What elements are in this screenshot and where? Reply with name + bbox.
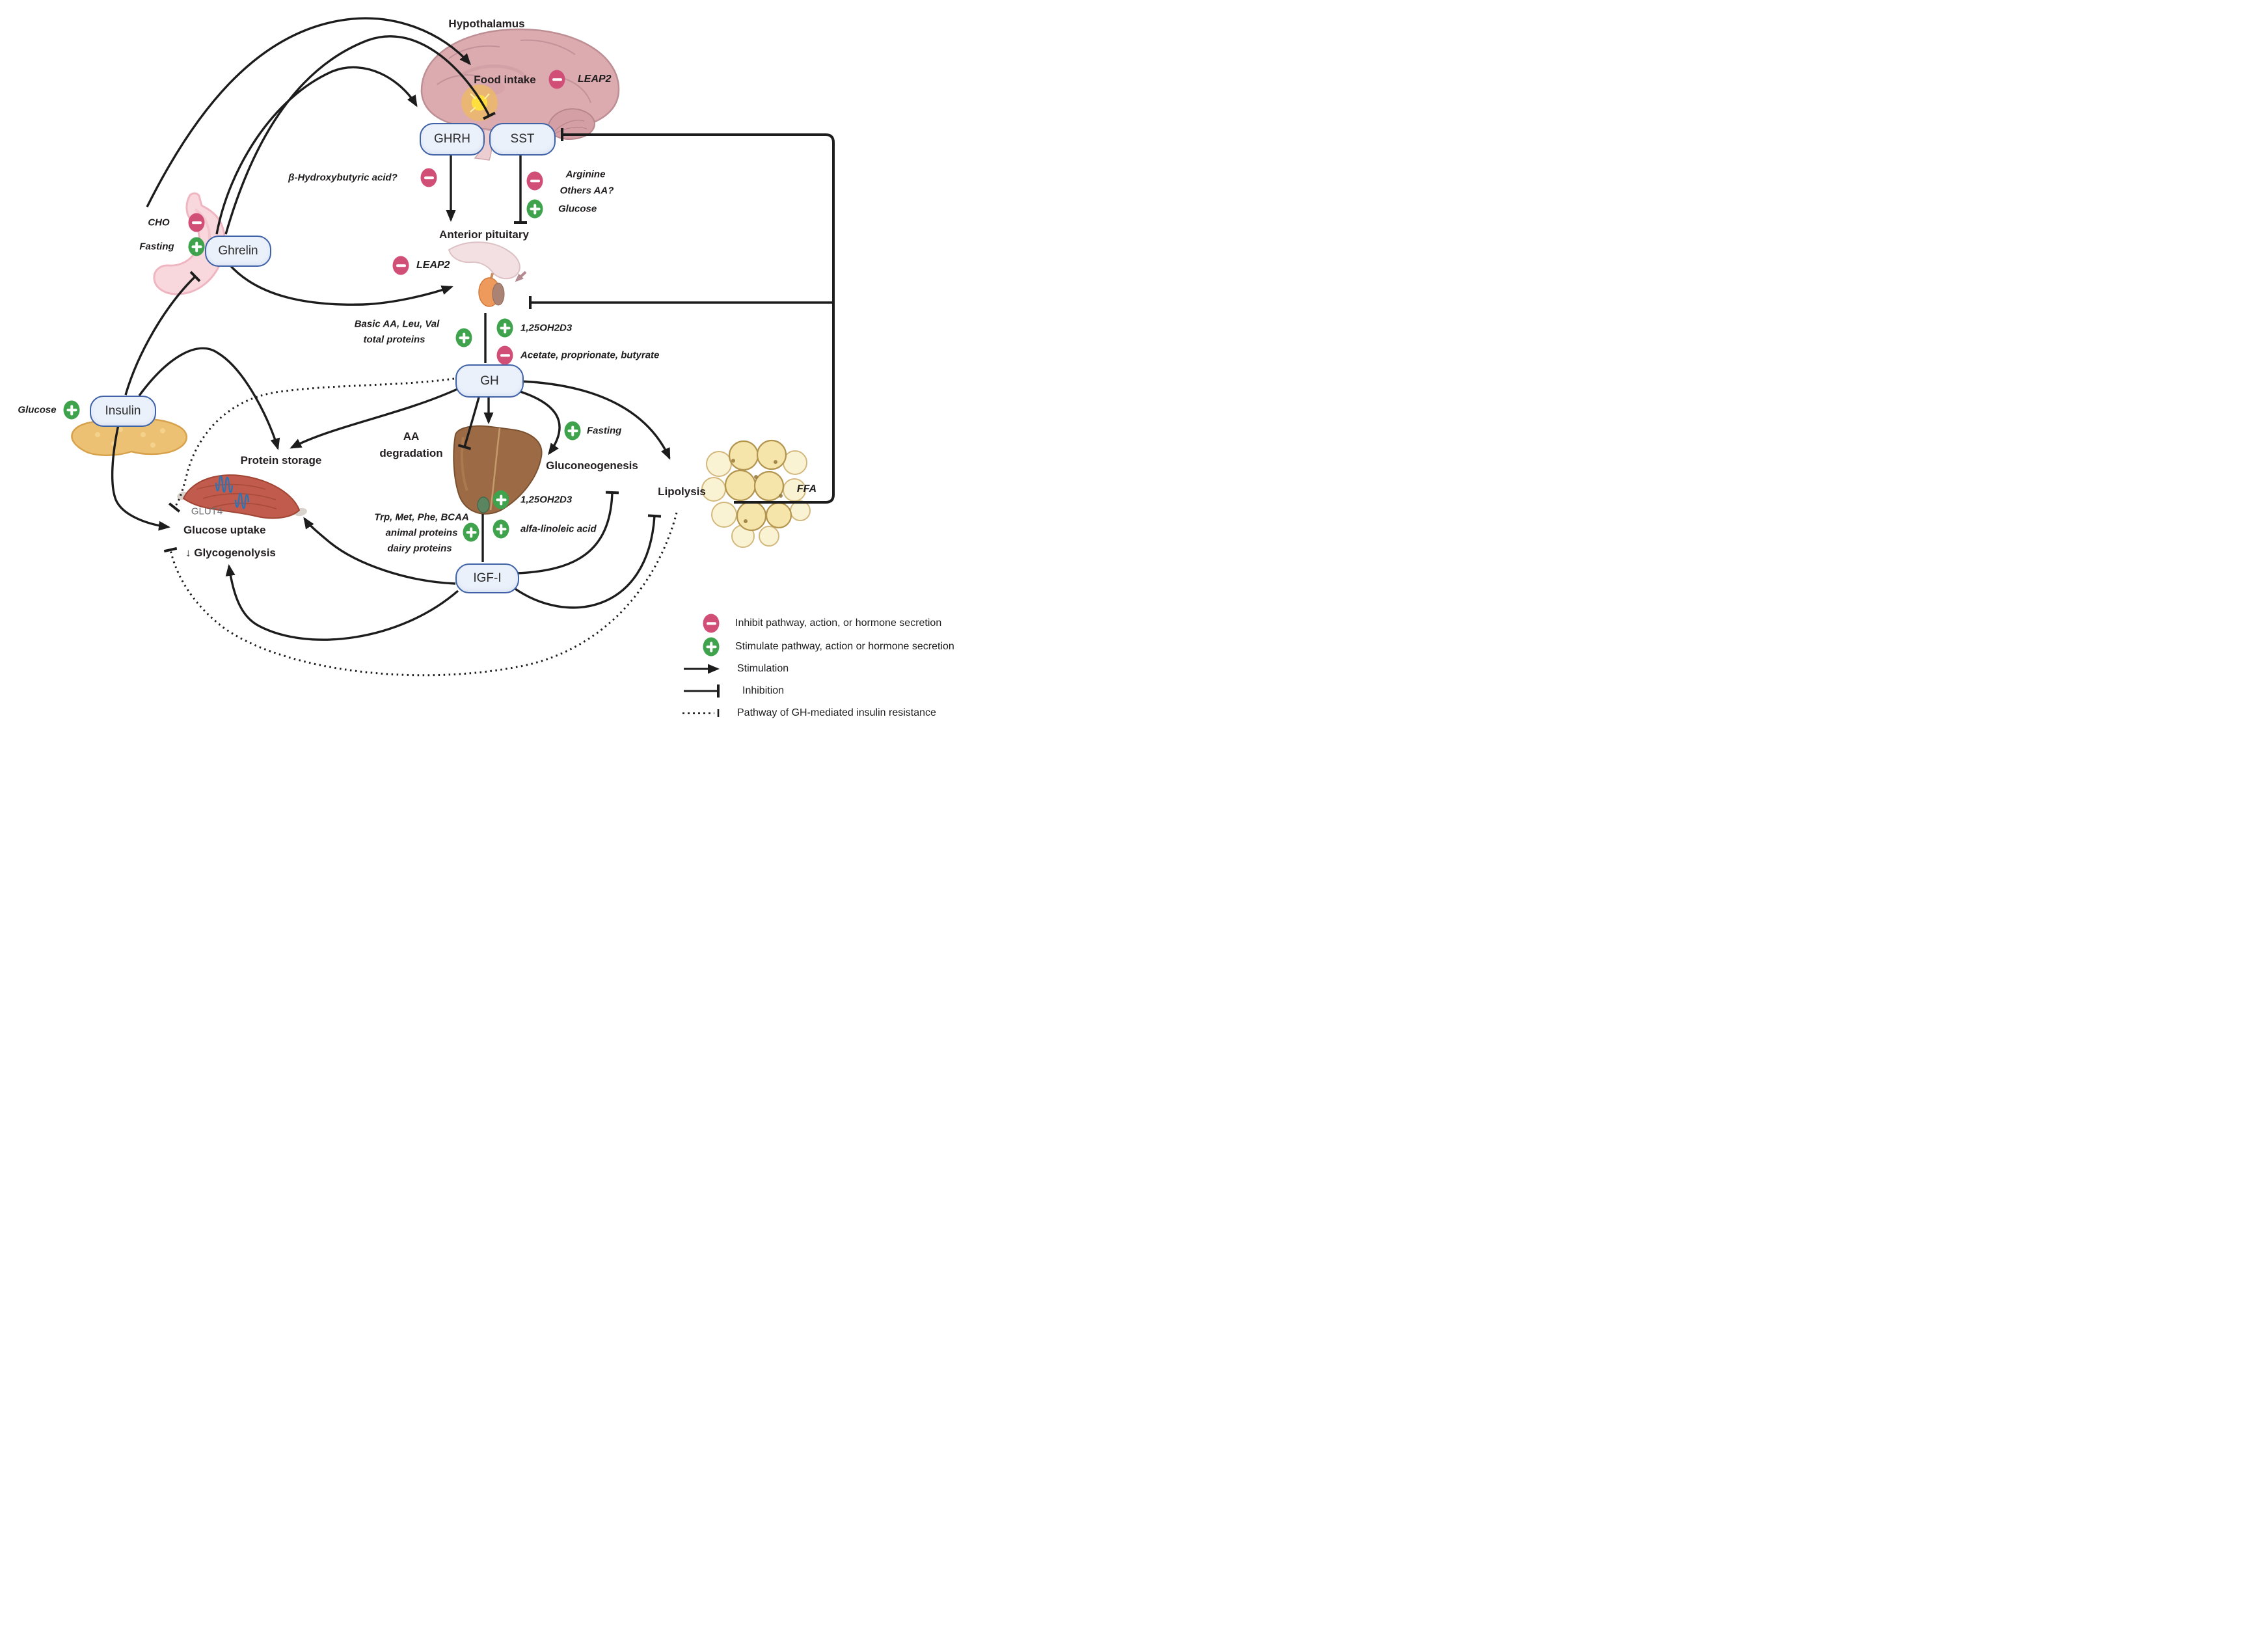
arrow-igf1-to-glycogenolysis bbox=[225, 564, 459, 641]
igf1-label: IGF-I bbox=[473, 571, 502, 585]
fasting-ghrelin-label: Fasting bbox=[139, 241, 174, 252]
basic-aa-label: Basic AA, Leu, Val bbox=[354, 318, 440, 330]
arrow-gh-to-gluconeogenesis bbox=[518, 390, 561, 455]
bhb-label: β-Hydroxybutyric acid? bbox=[288, 172, 398, 183]
posterior-lobe bbox=[492, 282, 505, 306]
minus-icon bbox=[548, 70, 565, 89]
glucose-uptake-label: Glucose uptake bbox=[183, 524, 266, 536]
dairy-proteins-label: dairy proteins bbox=[387, 543, 452, 554]
ffa-label: FFA bbox=[796, 483, 817, 495]
minus-icon bbox=[420, 168, 437, 187]
trp-label: Trp, Met, Phe, BCAA bbox=[374, 511, 469, 523]
leap2-pituitary-label: LEAP2 bbox=[416, 260, 450, 271]
minus-icon bbox=[496, 346, 513, 365]
ala-label: alfa-linoleic acid bbox=[520, 523, 597, 535]
plus-icon bbox=[463, 522, 479, 542]
tbar-igf1-to-gluconeogenesis bbox=[517, 491, 619, 575]
cho-label: CHO bbox=[148, 217, 170, 228]
node-ghrh: GHRH bbox=[420, 123, 485, 156]
legend-item-inhibit: Inhibit pathway, action, or hormone secr… bbox=[735, 617, 942, 629]
node-gh: GH bbox=[455, 364, 524, 398]
glut4-transporter bbox=[215, 475, 250, 509]
lipolysis-label: Lipolysis bbox=[658, 485, 706, 498]
legend-item-resistance: Pathway of GH-mediated insulin resistanc… bbox=[737, 707, 936, 718]
minus-icon bbox=[703, 614, 720, 633]
liver-illustration bbox=[453, 425, 543, 515]
sst-label: SST bbox=[510, 132, 535, 146]
arrow-ghrelin-to-ghrh bbox=[215, 66, 418, 235]
arrow-insulin-to-protein-storage bbox=[138, 347, 280, 450]
arrow-igf1-to-muscle bbox=[303, 517, 456, 585]
protein-storage-label: Protein storage bbox=[240, 454, 322, 467]
legend-item-stimulation: Stimulation bbox=[737, 663, 789, 674]
hypothalamus-label: Hypothalamus bbox=[448, 18, 525, 30]
ghrelin-label: Ghrelin bbox=[218, 244, 258, 258]
gh-label: GH bbox=[480, 373, 499, 388]
node-ghrelin: Ghrelin bbox=[205, 236, 271, 267]
tbar-igf1-to-lipolysis bbox=[513, 514, 662, 609]
plus-icon bbox=[703, 637, 720, 657]
dashed-lipolysis-insulin-resistance bbox=[163, 512, 678, 677]
arginine-label: Arginine bbox=[565, 169, 606, 180]
arrow-gh-to-lipolysis bbox=[520, 380, 671, 460]
node-insulin: Insulin bbox=[90, 396, 156, 427]
leap2-top-label: LEAP2 bbox=[578, 74, 612, 85]
plus-icon bbox=[493, 519, 509, 539]
legend-item-inhibition: Inhibition bbox=[742, 685, 785, 696]
aa-degradation-label-line1: AA bbox=[403, 430, 420, 442]
minus-icon bbox=[188, 213, 205, 232]
glut4-label: GLUT4 bbox=[191, 506, 223, 517]
insulin-label: Insulin bbox=[105, 404, 141, 418]
ghrh-label: GHRH bbox=[434, 132, 470, 146]
tbar-ffa-to-sst bbox=[561, 128, 835, 504]
tbar-gh-to-aa-degradation bbox=[457, 394, 481, 450]
glycogenolysis-label: ↓ Glycogenolysis bbox=[185, 547, 276, 559]
minus-icon bbox=[526, 171, 543, 191]
vitd-gh-label: 1,25OH2D3 bbox=[520, 322, 573, 334]
plus-icon bbox=[564, 421, 581, 440]
node-sst: SST bbox=[489, 123, 556, 156]
legend-glyphs bbox=[682, 664, 720, 717]
legend-item-stimulate: Stimulate pathway, action or hormone sec… bbox=[735, 641, 954, 652]
tbar-ghrelin-to-sst bbox=[224, 35, 496, 235]
plus-icon bbox=[63, 400, 80, 420]
glucose-sst-label: Glucose bbox=[558, 203, 597, 215]
animal-proteins-label: animal proteins bbox=[385, 527, 458, 539]
plus-icon bbox=[496, 318, 513, 338]
plus-icon bbox=[493, 490, 509, 509]
plus-icon bbox=[188, 237, 205, 256]
pituitary-pointer bbox=[515, 271, 527, 282]
plus-icon bbox=[455, 328, 472, 347]
plus-icon bbox=[526, 199, 543, 219]
food-intake-label: Food intake bbox=[474, 74, 536, 86]
node-igf1: IGF-I bbox=[455, 563, 519, 593]
arrow-ghrelin-to-pituitary bbox=[228, 263, 453, 306]
arrow-gh-to-protein-storage bbox=[290, 388, 458, 449]
gallbladder bbox=[477, 496, 490, 513]
anterior-pituitary-label: Anterior pituitary bbox=[439, 228, 529, 241]
glucose-insulin-label: Glucose bbox=[18, 404, 57, 416]
arrow-insulin-to-glucose-uptake bbox=[111, 424, 170, 531]
minus-icon bbox=[392, 256, 409, 275]
acetate-label: Acetate, proprionate, butyrate bbox=[520, 349, 660, 361]
pituitary-illustration bbox=[448, 241, 527, 307]
fasting-liver-label: Fasting bbox=[587, 425, 622, 437]
tbar-insulin-to-ghrelin bbox=[124, 271, 201, 396]
adipose-tissue-illustration bbox=[701, 439, 811, 548]
diagram-canvas: GHRH SST Ghrelin Insulin GH IGF-I Hypoth… bbox=[0, 0, 1004, 720]
aa-degradation-label-line2: degradation bbox=[379, 447, 443, 459]
arrow-ghrelin-to-food-intake bbox=[146, 17, 471, 208]
muscle-illustration bbox=[177, 474, 307, 519]
others-aa-label: Others AA? bbox=[560, 185, 614, 196]
dashed-gh-insulin-resistance bbox=[168, 377, 455, 513]
vitd-liver-label: 1,25OH2D3 bbox=[520, 494, 573, 506]
total-proteins-label: total proteins bbox=[363, 334, 425, 346]
gluconeogenesis-label: Gluconeogenesis bbox=[546, 459, 638, 472]
